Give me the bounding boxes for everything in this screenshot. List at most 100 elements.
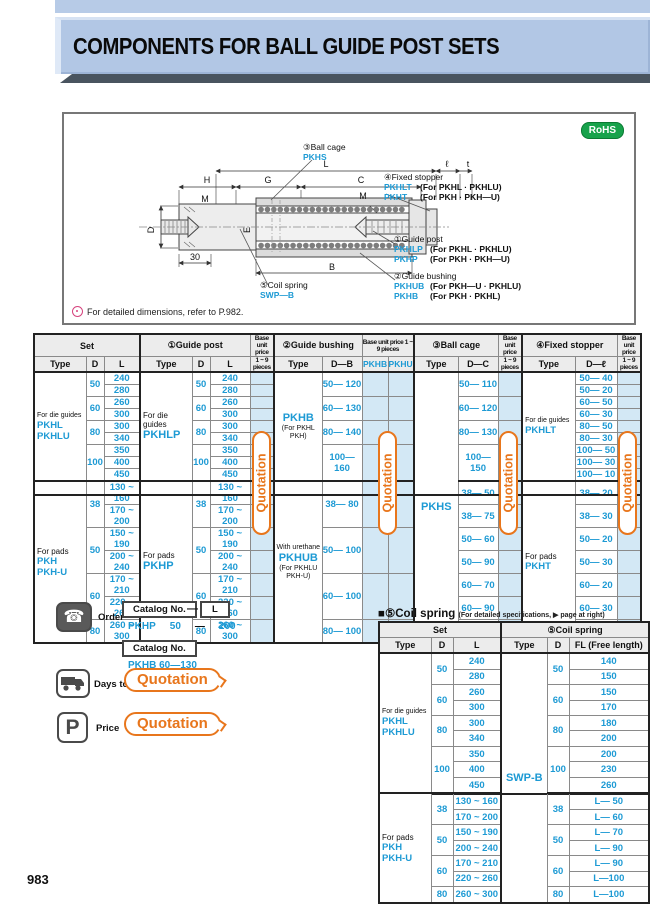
data-cell: 170 ~ 210 [452, 855, 502, 872]
callout-coil-spring: ⑤Coil spring SWP—B [260, 280, 308, 300]
data-cell: 130 ~ 160 [209, 480, 251, 505]
data-cell: 280 [452, 668, 502, 686]
price-cell [249, 396, 275, 409]
price-cell [616, 408, 642, 421]
technical-drawing: L ℓ t H G C M M D E 30 B [139, 159, 473, 286]
price-cell [497, 550, 523, 574]
data-cell: L—100 [568, 886, 650, 904]
diagram-panel: L ℓ t H G C M M D E 30 B RoHS ③Ball cage… [62, 112, 636, 325]
header-cell: Type [500, 637, 548, 654]
catalog-example-1: PKHP 50 — 200 [128, 621, 236, 632]
svg-text:t: t [467, 159, 470, 169]
catalog-dash: — [187, 603, 198, 615]
data-cell: 100— 150 [457, 444, 499, 482]
price-cell [616, 550, 642, 574]
header-cell: PKHUB [387, 356, 415, 373]
page-number: 983 [27, 872, 49, 887]
svg-text:M: M [359, 191, 367, 201]
data-cell: 100— 30 [574, 456, 618, 469]
data-cell: 100— 50 [574, 444, 618, 457]
data-cell: 38— 20 [574, 480, 618, 505]
data-cell: 38— 30 [574, 504, 618, 528]
data-cell: 280 [103, 384, 141, 397]
price-cell [616, 596, 642, 620]
price-label: Price [96, 723, 120, 734]
data-cell: 150 ~ 190 [452, 824, 502, 841]
header-cell: Type [413, 356, 459, 373]
data-cell: 100 [85, 444, 105, 482]
data-cell: 170 [568, 699, 650, 716]
data-cell: 60— 30 [574, 596, 618, 620]
data-cell: 80 [85, 420, 105, 445]
data-cell: 80— 30 [574, 432, 618, 445]
data-cell: SWP-B [500, 652, 548, 904]
data-cell: 200 ~ 240 [452, 839, 502, 857]
svg-text:C: C [358, 175, 365, 185]
data-cell: 400 [452, 761, 502, 778]
data-cell: L— 50 [568, 792, 650, 810]
header-cell: ④Fixed stopper [521, 333, 618, 357]
header-cell: D [430, 637, 454, 654]
data-cell: 300 [103, 420, 141, 433]
svg-text:ℓ: ℓ [446, 159, 450, 169]
header-cell: Type [273, 356, 323, 373]
header-cell: FL (Free length) [568, 637, 650, 654]
data-cell: 50 [85, 527, 105, 574]
price-cell [616, 371, 642, 385]
catalog-example-2: PKHB 60—130 [128, 660, 197, 671]
data-cell: 140 [568, 652, 650, 670]
data-cell: 50— 120 [321, 371, 363, 397]
header-cell: ①Guide post [139, 333, 251, 357]
data-cell: 150 [568, 668, 650, 686]
data-cell: 38— 50 [457, 480, 499, 505]
table-row: 280 150 [379, 668, 650, 686]
header-cell: D—B [321, 356, 363, 373]
data-cell: 400 [103, 456, 141, 469]
data-cell: 50— 30 [574, 550, 618, 574]
data-cell: 300 [209, 408, 251, 421]
data-cell: 260 ~ 300 [103, 619, 141, 644]
data-cell: PKHS [413, 371, 459, 644]
quotation-badge: Quotation [618, 431, 637, 535]
header-cell: 1 ~ 9 pieces [616, 356, 642, 373]
data-cell: L— 70 [568, 824, 650, 841]
data-cell: 170 ~ 200 [209, 504, 251, 528]
svg-text:H: H [204, 175, 211, 185]
data-cell: 60 [85, 396, 105, 421]
title-bar-shadow [60, 74, 650, 83]
data-cell: 38— 80 [321, 480, 363, 528]
data-cell: 150 ~ 190 [103, 527, 141, 551]
data-cell: L— 60 [568, 808, 650, 826]
svg-text:G: G [264, 175, 271, 185]
data-cell: 60— 50 [574, 396, 618, 409]
price-cell [249, 550, 275, 574]
header-cell: Type [521, 356, 576, 373]
days-to-ship-label: Days to Ship [94, 679, 152, 690]
data-cell: 100— 160 [321, 444, 363, 482]
header-cell: ②Guide bushing [273, 333, 363, 357]
data-cell: 200 ~ 240 [209, 550, 251, 574]
data-cell: 450 [103, 468, 141, 482]
data-cell: 260 ~ 300 [452, 886, 502, 904]
data-cell: 170 ~ 200 [103, 504, 141, 528]
price-cell [387, 396, 415, 421]
data-cell: 260 [452, 684, 502, 701]
data-cell: 80— 100 [321, 619, 363, 644]
header-cell: Base unit price 1 ~ 9 pieces [361, 333, 415, 357]
data-cell: 50— 20 [574, 384, 618, 397]
header-cell: L [209, 356, 251, 373]
quotation-badge: Quotation [124, 668, 221, 692]
data-cell: 300 [452, 714, 502, 732]
data-cell: 200 [568, 745, 650, 763]
header-cell: Set [378, 621, 502, 638]
data-cell: 350 [209, 444, 251, 457]
